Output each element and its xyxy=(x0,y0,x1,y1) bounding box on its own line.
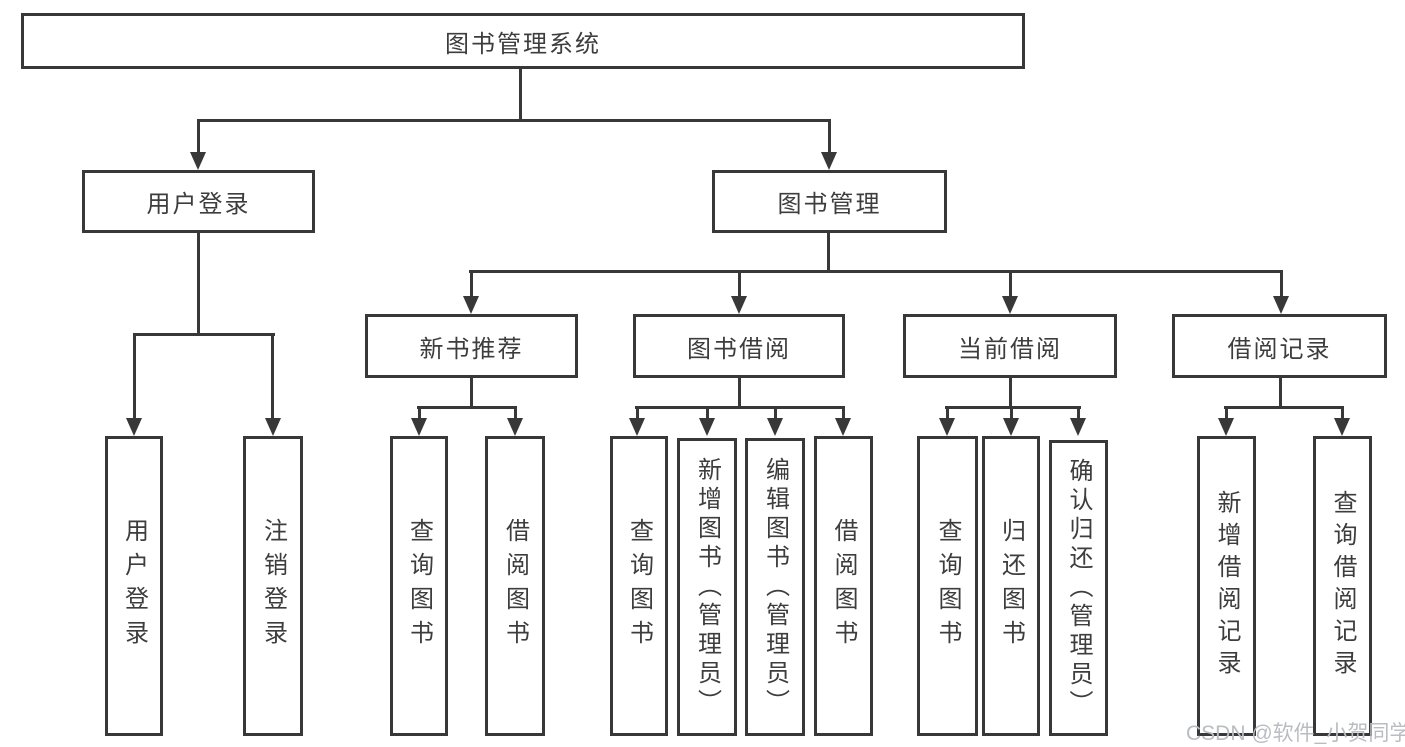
node-new-book-recommend: 新书推荐 xyxy=(365,314,578,378)
connector-line xyxy=(842,406,845,420)
connector-line xyxy=(946,406,949,420)
node-label: 借阅图书 xyxy=(830,518,857,654)
connector-line xyxy=(706,406,709,420)
connector-line xyxy=(1077,406,1080,420)
connector-line xyxy=(1279,378,1282,409)
connector-line xyxy=(197,233,200,336)
connector-line xyxy=(1341,406,1344,420)
connector-line xyxy=(1224,406,1344,409)
leaf-add-borrow-record: 新增借阅记录 xyxy=(1197,436,1256,736)
arrowhead xyxy=(1273,296,1289,314)
arrowhead xyxy=(190,152,206,170)
arrowhead xyxy=(821,152,837,170)
arrowhead xyxy=(835,418,851,436)
connector-line xyxy=(1280,270,1283,298)
arrowhead xyxy=(731,296,747,314)
arrowhead xyxy=(1002,296,1018,314)
connector-line xyxy=(827,233,830,273)
leaf-user-login: 用户登录 xyxy=(105,436,163,736)
arrowhead xyxy=(1218,418,1234,436)
node-label: 新书推荐 xyxy=(419,335,524,363)
node-label: 用户登录 xyxy=(120,518,148,654)
node-label: 图书管理系统 xyxy=(445,30,601,58)
arrowhead xyxy=(699,418,715,436)
node-current-borrowing: 当前借阅 xyxy=(903,314,1117,378)
node-label: 当前借阅 xyxy=(958,335,1062,363)
node-user-login: 用户登录 xyxy=(82,170,315,233)
node-borrowing-records: 借阅记录 xyxy=(1172,314,1387,378)
connector-line xyxy=(1225,406,1228,420)
leaf-query-borrow-record: 查询借阅记录 xyxy=(1313,436,1372,736)
leaf-edit-book-admin: 编辑图书（管理员） xyxy=(745,438,805,736)
connector-line xyxy=(1010,406,1013,420)
connector-line xyxy=(469,270,1283,273)
connector-line xyxy=(470,270,473,298)
leaf-borrow-books-2: 借阅图书 xyxy=(814,436,873,736)
connector-line xyxy=(514,406,517,420)
watermark: CSDN @软件_小贺同学 xyxy=(1186,722,1405,745)
arrowhead xyxy=(265,418,281,436)
node-library-system: 图书管理系统 xyxy=(21,13,1025,69)
connector-line xyxy=(738,270,741,298)
node-label: 借阅图书 xyxy=(501,518,529,654)
arrowhead xyxy=(507,418,523,436)
node-label: 查询借阅记录 xyxy=(1329,490,1356,682)
connector-line xyxy=(470,378,473,409)
node-book-management: 图书管理 xyxy=(712,170,947,233)
arrowhead xyxy=(1003,418,1019,436)
leaf-query-books-2: 查询图书 xyxy=(610,436,668,736)
leaf-query-books-3: 查询图书 xyxy=(917,436,978,736)
leaf-borrow-books-1: 借阅图书 xyxy=(485,436,545,736)
leaf-return-book: 归还图书 xyxy=(982,436,1040,736)
arrowhead xyxy=(1334,418,1350,436)
node-label: 归还图书 xyxy=(997,518,1025,654)
connector-line xyxy=(197,119,200,154)
node-label: 注销登录 xyxy=(259,518,287,654)
connector-line xyxy=(945,406,1081,409)
connector-line xyxy=(828,119,831,154)
node-label: 新增借阅记录 xyxy=(1213,490,1240,682)
connector-line xyxy=(738,378,741,409)
node-label: 图书管理 xyxy=(777,191,882,218)
node-label: 图书借阅 xyxy=(687,335,791,363)
arrowhead xyxy=(463,296,479,314)
connector-line xyxy=(1009,270,1012,298)
connector-line xyxy=(417,406,517,409)
arrowhead xyxy=(1070,418,1086,436)
arrowhead xyxy=(939,418,955,436)
connector-line xyxy=(133,333,136,418)
arrowhead xyxy=(126,418,142,436)
node-label: 查询图书 xyxy=(625,518,653,654)
node-label: 新增图书（管理员） xyxy=(693,456,721,718)
leaf-confirm-return-admin: 确认归还（管理员） xyxy=(1049,440,1108,736)
connector-line xyxy=(1009,378,1012,409)
node-label: 编辑图书（管理员） xyxy=(761,456,789,718)
arrowhead xyxy=(411,418,427,436)
leaf-add-book-admin: 新增图书（管理员） xyxy=(677,438,737,736)
connector-line xyxy=(133,333,275,336)
connector-line xyxy=(271,333,274,418)
node-label: 查询图书 xyxy=(934,518,961,654)
node-label: 确认归还（管理员） xyxy=(1065,457,1092,719)
node-label: 借阅记录 xyxy=(1227,335,1332,363)
leaf-logout: 注销登录 xyxy=(243,436,303,736)
connector-line xyxy=(636,406,639,420)
node-label: 查询图书 xyxy=(405,518,433,654)
connector-line xyxy=(197,119,831,122)
leaf-query-books-1: 查询图书 xyxy=(390,436,448,736)
connector-line xyxy=(774,406,777,420)
node-label: 用户登录 xyxy=(146,191,251,218)
connector-line xyxy=(519,69,522,121)
connector-line xyxy=(635,406,845,409)
arrowhead xyxy=(629,418,645,436)
connector-line xyxy=(418,406,421,420)
arrowhead xyxy=(767,418,783,436)
node-book-borrowing: 图书借阅 xyxy=(633,314,845,378)
